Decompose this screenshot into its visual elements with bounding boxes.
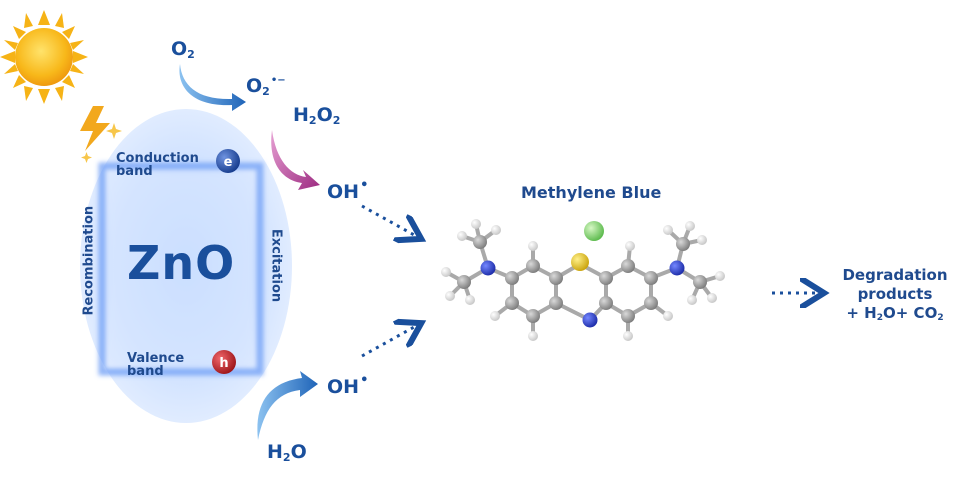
h2o-oxidation-arrow (257, 371, 318, 440)
sun-icon (0, 10, 88, 104)
excitation-label: Excitation (268, 228, 284, 303)
svg-text:h: h (219, 356, 228, 371)
lightning-bolt-icon (80, 106, 122, 163)
zno-label: ZnO (127, 236, 236, 290)
conduction-band-label: Conduction band (116, 151, 199, 179)
hydroxyl-radical-bottom-label: OH• (327, 373, 369, 398)
band-diagram-frame (98, 162, 264, 376)
superoxide-label: O2•− (246, 75, 286, 98)
h2o-label: H2O (267, 441, 307, 464)
h2o2-label: H2O2 (293, 104, 341, 127)
electron-icon: e (216, 149, 240, 173)
oh-top-dotted-arrow (361, 204, 416, 236)
hydroxyl-radical-top-label: OH• (327, 178, 369, 203)
o2-reduction-arrow (179, 64, 246, 111)
methylene-blue-molecule (441, 219, 725, 341)
valence-band-label: Valence band (127, 351, 185, 379)
o2-label: O2 (171, 38, 195, 61)
h2o2-arrow (271, 130, 320, 190)
methylene-blue-title: Methylene Blue (521, 183, 662, 202)
recombination-label: Recombination (81, 205, 97, 316)
oh-bottom-dotted-arrow (361, 326, 416, 358)
degradation-products-label: Degradation products + H2O+ CO2 (842, 266, 948, 323)
svg-text:e: e (224, 155, 233, 170)
hole-icon: h (212, 350, 236, 374)
